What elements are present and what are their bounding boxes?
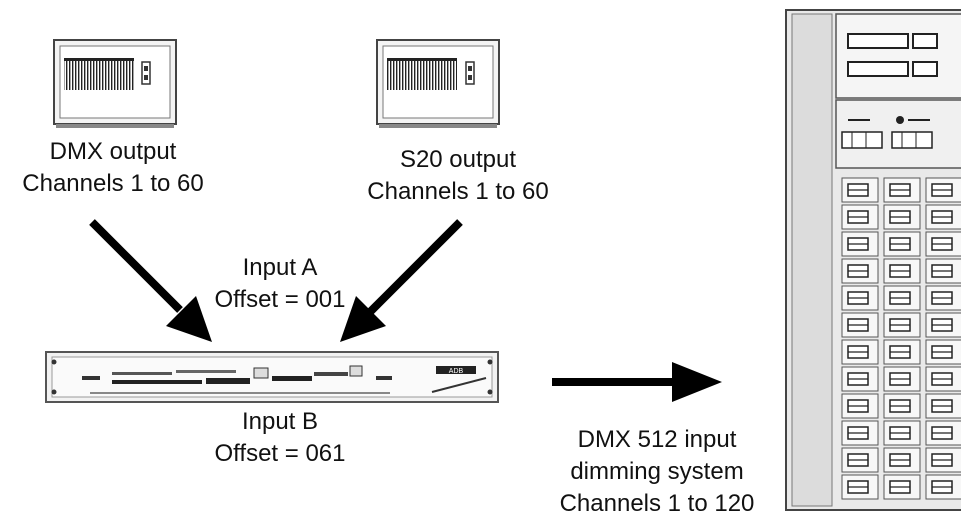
dmx-merger-unit: ADB — [45, 351, 499, 403]
dmx-output-label: DMX output Channels 1 to 60 — [8, 136, 218, 200]
input-a-offset: Offset = 001 — [214, 286, 346, 313]
dimmer-rack — [785, 9, 961, 511]
s20-output-label: S20 output Channels 1 to 60 — [348, 144, 568, 208]
s20-output-title: S20 output — [399, 146, 517, 173]
input-a-title: Input A — [242, 254, 318, 281]
dmx-output-title: DMX output — [49, 138, 177, 165]
dimmer-system-name: dimming system — [570, 458, 744, 485]
input-a-label: Input A Offset = 001 — [190, 252, 370, 316]
dmx-output-channels: Channels 1 to 60 — [22, 170, 204, 197]
input-b-offset: Offset = 061 — [214, 440, 346, 467]
input-b-title: Input B — [241, 408, 319, 435]
s20-console-icon — [376, 39, 500, 128]
dimmer-modules — [841, 177, 961, 500]
merger-brand-logo: ADB — [449, 368, 464, 375]
input-b-label: Input B Offset = 061 — [190, 406, 370, 470]
dmx-console-icon — [53, 39, 177, 128]
s20-output-channels: Channels 1 to 60 — [367, 178, 549, 205]
dimmer-channels: Channels 1 to 120 — [559, 490, 755, 517]
arrow-dmx-to-merger — [89, 219, 212, 342]
dimmer-input-title: DMX 512 input — [577, 426, 737, 453]
dimmer-input-label: DMX 512 input dimming system Channels 1 … — [548, 424, 766, 520]
arrow-merger-to-dimmer — [552, 362, 722, 402]
arrow-s20-to-merger — [340, 219, 463, 342]
